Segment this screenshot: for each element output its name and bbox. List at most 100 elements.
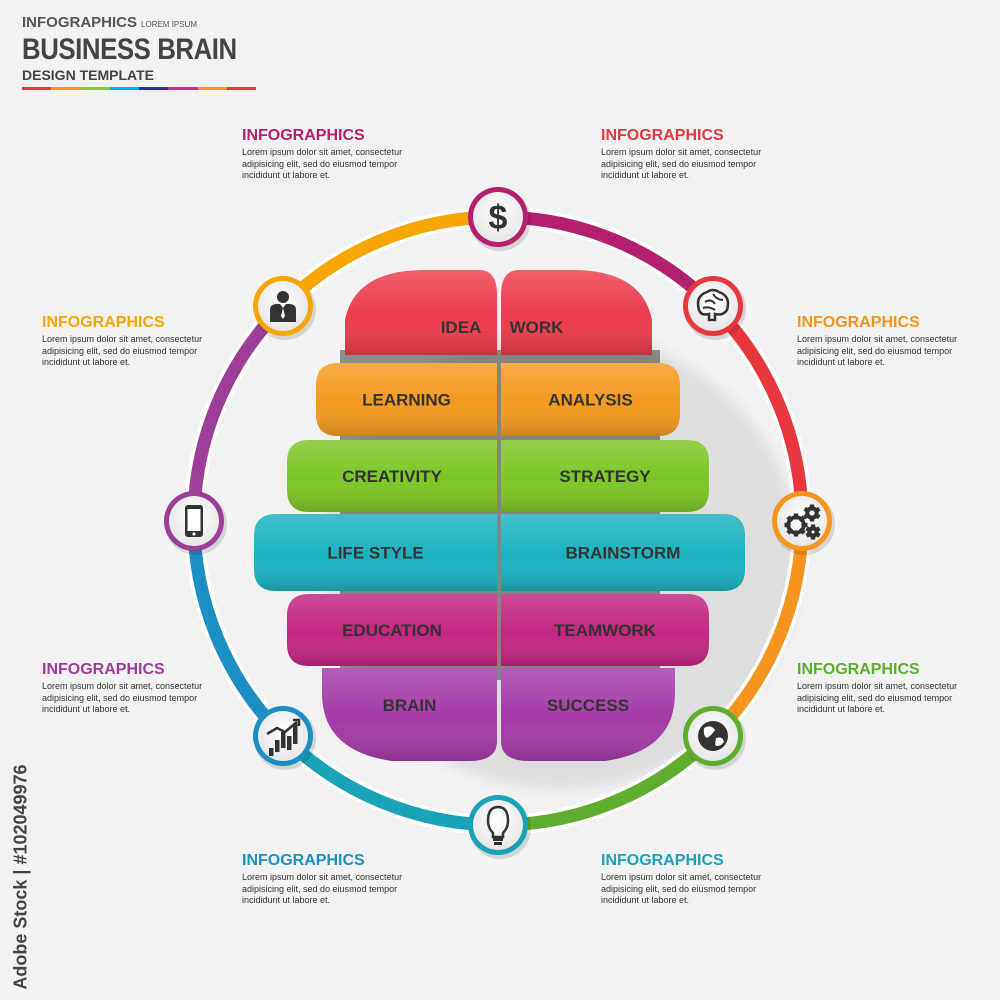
info-block-title: INFOGRAPHICS: [601, 852, 724, 869]
node-face: [688, 281, 738, 331]
info-block-desc: Lorem ipsum dolor sit amet, consectetur …: [42, 681, 222, 716]
info-line: incididunt ut labore et.: [797, 704, 886, 714]
ring-segment: [708, 301, 809, 522]
person-head: [277, 291, 289, 303]
brain-label-right: BRAINSTORM: [566, 544, 681, 563]
info-line: Lorem ipsum dolor sit amet, consectetur: [242, 872, 403, 882]
businessman-icon: [270, 291, 296, 322]
icon-node: $: [468, 187, 531, 251]
node-face: [473, 192, 523, 242]
globe-disc: [698, 721, 728, 751]
node-face: [473, 800, 523, 850]
info-line: incididunt ut labore et.: [242, 895, 331, 905]
info-line: Lorem ipsum dolor sit amet, consectetur: [601, 872, 762, 882]
bulb-base-1: [493, 838, 503, 841]
info-block-desc: Lorem ipsum dolor sit amet, consectetur …: [601, 872, 781, 907]
brain-label-left: LEARNING: [362, 391, 451, 410]
info-block-mid-left-lower: INFOGRAPHICS Lorem ipsum dolor sit amet,…: [42, 660, 222, 716]
brain-label-left: LIFE STYLE: [327, 544, 423, 563]
color-bar-segment: [51, 87, 81, 90]
brain-band: CREATIVITY STRATEGY: [287, 440, 709, 512]
brain-label-left: BRAIN: [383, 696, 437, 715]
gears-icon: [784, 504, 821, 540]
icon-node: [683, 706, 746, 770]
icon-node: [468, 795, 531, 859]
brain-label-left: IDEA: [441, 318, 482, 337]
info-block-desc: Lorem ipsum dolor sit amet, consectetur …: [42, 334, 222, 369]
info-line: Lorem ipsum dolor sit amet, consectetur: [797, 681, 958, 691]
info-line: adipisicing elit, sed do eiusmod tempor: [242, 883, 398, 894]
info-line: adipisicing elit, sed do eiusmod tempor: [42, 345, 198, 356]
brain-band-left-shade: [254, 514, 497, 591]
dollar-glyph: $: [489, 199, 508, 237]
info-block-mid-right-upper: INFOGRAPHICS Lorem ipsum dolor sit amet,…: [797, 313, 977, 369]
gear-ring: [786, 515, 806, 535]
brain-label-right: WORK: [510, 318, 565, 337]
info-block-top-left: INFOGRAPHICS Lorem ipsum dolor sit amet,…: [242, 126, 422, 182]
brain-band-right-shade: [501, 514, 745, 591]
brain-band: EDUCATION TEAMWORK: [287, 594, 709, 666]
info-block-title: INFOGRAPHICS: [42, 314, 165, 331]
brain-band-right-shade: [501, 440, 709, 512]
info-line: incididunt ut labore et.: [42, 704, 131, 714]
color-bar: [22, 87, 256, 90]
chart-arrow: [293, 718, 301, 726]
brain-label-right: ANALYSIS: [548, 391, 632, 410]
info-block-desc: Lorem ipsum dolor sit amet, consectetur …: [797, 681, 977, 716]
icon-node: [253, 706, 316, 770]
color-bar-segment: [197, 87, 227, 90]
brain-label-left: CREATIVITY: [342, 467, 442, 486]
info-block-title: INFOGRAPHICS: [797, 661, 920, 678]
ring-segment: [497, 731, 718, 832]
person-collar: [280, 304, 286, 308]
ring-segment: [278, 731, 499, 832]
brain-band: LIFE STYLE BRAINSTORM: [254, 514, 745, 591]
chart-icon: [266, 718, 301, 756]
brain-folds: [702, 293, 724, 311]
icon-node: [164, 491, 227, 555]
brain-band-right-shade: [501, 363, 680, 436]
ring-segment: [278, 210, 499, 311]
gear-ring: [807, 526, 819, 538]
icon-nodes: $: [164, 187, 835, 859]
brain-band-left-shade: [345, 270, 497, 355]
dollar-icon: $: [489, 199, 508, 237]
info-line: adipisicing elit, sed do eiusmod tempor: [601, 883, 757, 894]
brain-band-left-shade: [316, 363, 497, 436]
color-bar-segment: [109, 87, 139, 90]
person-tie: [281, 308, 285, 319]
info-line: adipisicing elit, sed do eiusmod tempor: [242, 158, 398, 169]
info-line: Lorem ipsum dolor sit amet, consectetur: [42, 681, 203, 691]
info-block-desc: Lorem ipsum dolor sit amet, consectetur …: [242, 872, 422, 907]
gear-ring: [805, 506, 819, 520]
color-bar-segment: [80, 87, 110, 90]
icon-node: [683, 276, 746, 340]
color-bar-segment: [226, 87, 256, 90]
info-line: adipisicing elit, sed do eiusmod tempor: [797, 345, 953, 356]
brain-icon: [696, 288, 730, 322]
info-line: incididunt ut labore et.: [797, 357, 886, 367]
brain-band-right-shade: [501, 668, 675, 761]
info-line: incididunt ut labore et.: [601, 170, 690, 180]
info-line: incididunt ut labore et.: [42, 357, 131, 367]
globe-land: [703, 726, 724, 746]
brain-label-left: EDUCATION: [342, 621, 442, 640]
chart-bar: [293, 724, 298, 744]
brain-band-right-shade: [501, 270, 652, 355]
lightbulb-icon: [486, 805, 510, 845]
chart-bar: [269, 748, 274, 756]
icon-node: [253, 276, 316, 340]
icon-node: [772, 491, 835, 555]
color-bar-segment: [139, 87, 169, 90]
page-subtitle: DESIGN TEMPLATE: [22, 67, 154, 83]
phone-screen: [187, 509, 201, 531]
info-line: incididunt ut labore et.: [242, 170, 331, 180]
info-block-title: INFOGRAPHICS: [42, 661, 165, 678]
brain-label-right: STRATEGY: [559, 467, 651, 486]
color-bar-segment: [168, 87, 198, 90]
brain-label-right: TEAMWORK: [554, 621, 657, 640]
info-line: Lorem ipsum dolor sit amet, consectetur: [42, 334, 203, 344]
